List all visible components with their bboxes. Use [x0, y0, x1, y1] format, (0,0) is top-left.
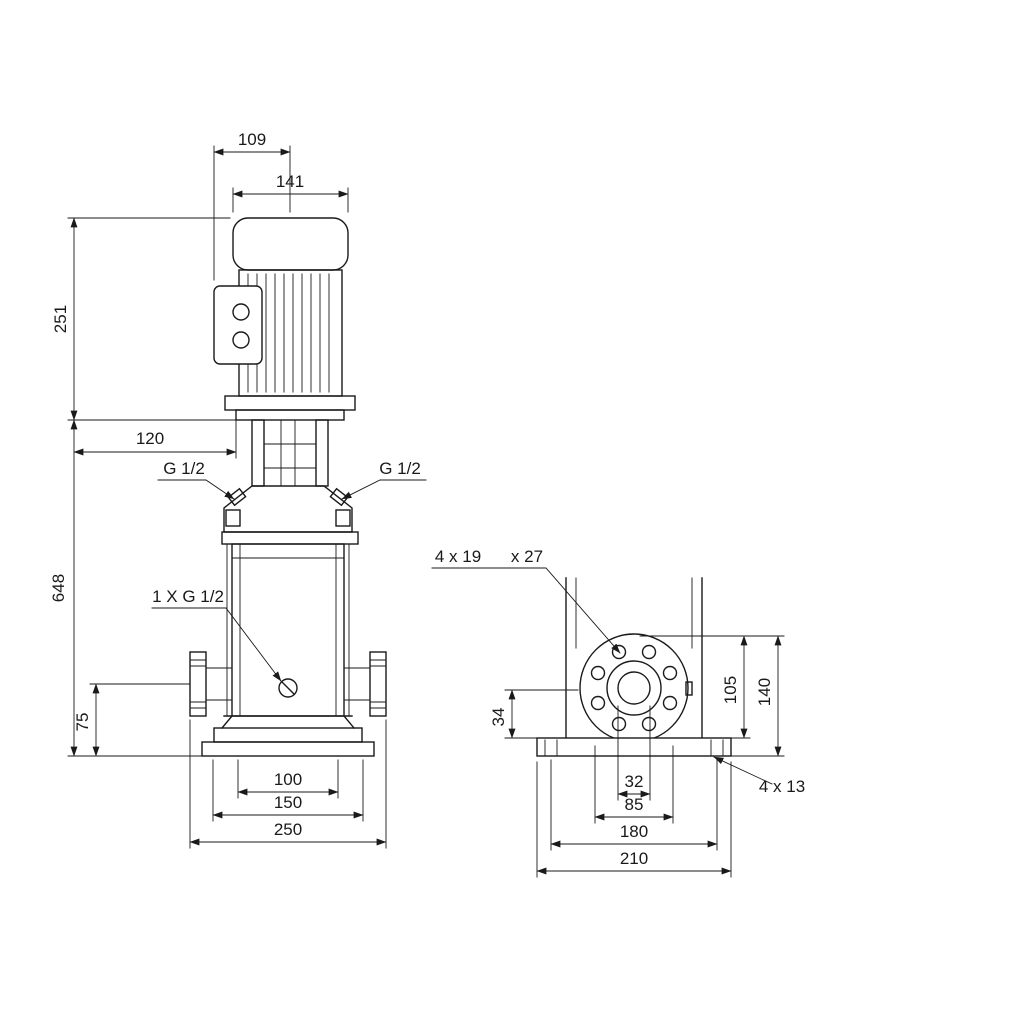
front-view: 109 141 251 648 120 75 100 150 250 [49, 130, 427, 849]
dim-label-motor-top-width: 109 [238, 130, 266, 149]
coupling-guard [251, 419, 329, 487]
guard-rail-right [315, 419, 329, 487]
discharge-flange-plate [369, 651, 387, 717]
dim-label-pump-height: 648 [49, 574, 68, 602]
ext-lines-85 [594, 745, 674, 824]
terminal-box-bolt-bottom-icon [232, 331, 250, 349]
guard-rail-left [251, 419, 265, 487]
dim-label-base-hole-spacing: 180 [620, 822, 648, 841]
leader-drain-plug [151, 607, 282, 682]
flange-bolt-hole [641, 716, 657, 732]
stack-sleeve-lines [226, 543, 350, 717]
staybolt-nut-left [225, 509, 241, 527]
dim-label-port-bore: 32 [625, 772, 644, 791]
side-view: 34 105 140 32 85 180 210 4 x 19 x 27 4 x… [431, 547, 805, 878]
suction-flange-plate [189, 651, 207, 717]
pump-base [201, 715, 375, 757]
dim-label-coupling-width: 120 [136, 429, 164, 448]
ext-lines-109 [213, 145, 291, 281]
callout-label-flange-holes-depth: x 27 [511, 547, 543, 566]
base-plate [201, 741, 375, 757]
flange-raised-face [606, 660, 662, 716]
flange-bolt-hole [590, 695, 606, 711]
end-flange [579, 633, 693, 743]
ext-lines-250 [189, 719, 387, 849]
leader-flange-holes [431, 567, 621, 654]
drain-plug-slot [281, 681, 295, 695]
base-flare [221, 715, 355, 729]
dim-label-motor-width: 141 [276, 172, 304, 191]
ext-lines-32 [617, 705, 651, 801]
flange-clip [685, 681, 693, 696]
base-flange [213, 727, 363, 743]
callout-label-drain-plug: 1 X G 1/2 [152, 587, 224, 606]
ext-lines-141 [232, 187, 349, 213]
suction-flange-bolts [189, 659, 233, 709]
pump-head [223, 485, 353, 533]
motor-cap [232, 217, 349, 271]
motor-flange [224, 395, 356, 411]
callout-label-flange-holes: 4 x 19 [435, 547, 481, 566]
shaft-coupling-lines [263, 419, 317, 487]
callout-label-plug-right: G 1/2 [379, 459, 421, 478]
leader-plug-right [341, 479, 427, 500]
flange-bolt-hole [662, 695, 678, 711]
drain-plug [278, 678, 298, 698]
dim-label-flange-to-base-bottom: 140 [755, 678, 774, 706]
ext-lines-34 [504, 689, 579, 739]
front-dimensions: 109 141 251 648 120 75 100 150 250 [49, 130, 427, 849]
side-body-outline [565, 577, 703, 739]
side-dimensions: 34 105 140 32 85 180 210 4 x 19 x 27 4 x… [431, 547, 805, 878]
leader-base-holes [713, 756, 773, 785]
ext-lines-210 [536, 761, 732, 878]
callout-label-base-holes: 4 x 13 [759, 777, 805, 796]
flange-bolt-hole [590, 665, 606, 681]
terminal-box-bolt-top-icon [232, 303, 250, 321]
base-side [536, 737, 732, 757]
stack-top-plate [221, 531, 359, 545]
dim-label-base-width: 150 [274, 793, 302, 812]
dim-label-base-length: 210 [620, 849, 648, 868]
motor-neck [235, 409, 345, 421]
flange-bore [617, 671, 651, 705]
dim-label-base-bolt-spacing: 100 [274, 770, 302, 789]
suction-flange [189, 651, 233, 717]
discharge-flange-bolts [343, 659, 387, 709]
dim-label-port-to-port: 250 [274, 820, 302, 839]
dim-label-flange-to-base-top: 105 [721, 676, 740, 704]
terminal-box [213, 285, 263, 365]
ext-lines-150 [212, 759, 364, 822]
flange-outer-circle [579, 633, 689, 743]
dim-label-center-to-base-top: 34 [489, 708, 508, 727]
motor [213, 217, 356, 421]
base-slot-marks [544, 739, 724, 757]
leader-plug-left [157, 479, 235, 500]
dim-label-port-center-height: 75 [73, 713, 92, 732]
staybolt-nut-right [335, 509, 351, 527]
callout-label-plug-left: G 1/2 [163, 459, 205, 478]
flange-bolt-hole [611, 716, 627, 732]
base-plate-side [536, 737, 732, 757]
ext-lines-left-chain [67, 217, 237, 757]
flange-bolt-hole [662, 665, 678, 681]
flange-bolt-hole [641, 644, 657, 660]
dim-label-bolt-circle: 85 [625, 795, 644, 814]
dim-label-motor-length: 251 [51, 305, 70, 333]
discharge-flange [343, 651, 387, 717]
ext-lines-180 [550, 759, 718, 851]
